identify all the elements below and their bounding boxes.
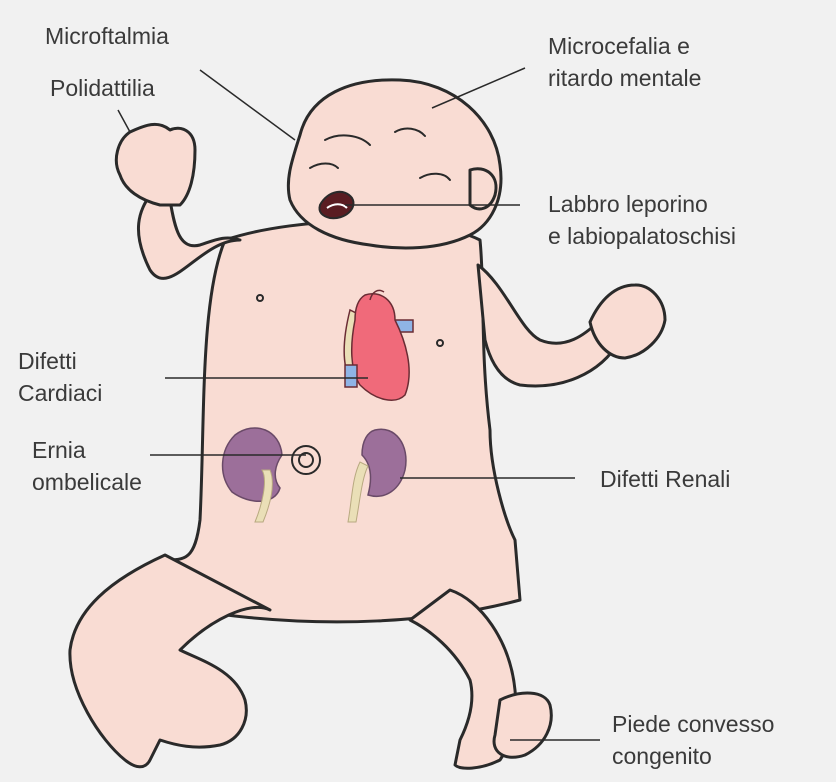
label-ernia-ombelicale: Ernia ombelicale [32, 434, 142, 498]
label-piede-line-2: congenito [612, 740, 774, 772]
left-hand [116, 124, 195, 205]
label-labbro-line-1: Labbro leporino [548, 188, 736, 220]
label-difetti-renali: Difetti Renali [600, 463, 730, 495]
right-hand [590, 285, 665, 358]
label-microcefalia-line-1: Microcefalia e [548, 30, 701, 62]
label-piede-line-1: Piede convesso [612, 708, 774, 740]
label-microftalmia-line-1: Microftalmia [45, 20, 169, 52]
label-ernia-line-2: ombelicale [32, 466, 142, 498]
right-foot [494, 693, 551, 757]
label-polidattilia: Polidattilia [50, 72, 155, 104]
label-polidattilia-line-1: Polidattilia [50, 72, 155, 104]
label-microcefalia-line-2: ritardo mentale [548, 62, 701, 94]
leader-line-polidattilia [118, 110, 130, 132]
label-microcefalia: Microcefalia e ritardo mentale [548, 30, 701, 94]
baby-body [70, 80, 665, 768]
ear [470, 169, 496, 209]
leader-line-microcefalia [432, 68, 525, 108]
label-labbro-leporino: Labbro leporino e labiopalatoschisi [548, 188, 736, 252]
label-ernia-line-1: Ernia [32, 434, 142, 466]
label-cardiaci-line-2: Cardiaci [18, 377, 102, 409]
label-difetti-cardiaci: Difetti Cardiaci [18, 345, 102, 409]
leader-line-microftalmia [200, 70, 295, 140]
label-labbro-line-2: e labiopalatoschisi [548, 220, 736, 252]
label-piede-convesso: Piede convesso congenito [612, 708, 774, 772]
label-microftalmia: Microftalmia [45, 20, 169, 52]
label-renali-line-1: Difetti Renali [600, 463, 730, 495]
label-cardiaci-line-1: Difetti [18, 345, 102, 377]
